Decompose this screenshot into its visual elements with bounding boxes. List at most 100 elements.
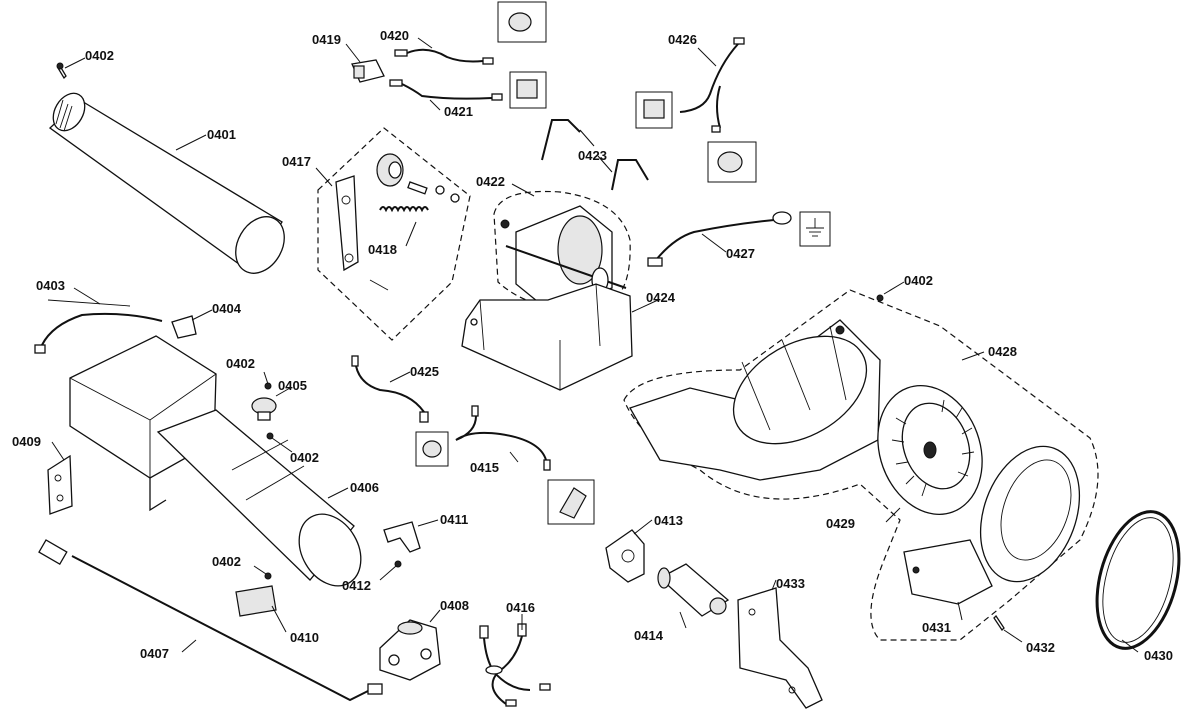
part-0424-motor-mount[interactable]	[461, 283, 633, 391]
part-0403-thermistor-wire[interactable]	[34, 299, 163, 354]
inset-0426-connector-b	[707, 141, 757, 183]
part-0407-gas-tube[interactable]	[38, 539, 383, 702]
part-0402-screw-c[interactable]	[266, 432, 274, 440]
part-0432-screw[interactable]	[993, 614, 1005, 632]
label-0413: 0413	[654, 513, 683, 528]
leader-0417	[315, 167, 333, 187]
leader-0422	[511, 183, 535, 197]
label-0402d: 0402	[212, 554, 241, 569]
leader-0419	[345, 43, 361, 63]
leader-0401	[175, 134, 207, 151]
part-0422-drive-motor[interactable]	[500, 205, 627, 311]
leader-0404	[191, 309, 213, 321]
leader-0402e	[883, 281, 905, 295]
part-0414-igniter[interactable]	[657, 563, 730, 617]
leader-0425	[389, 371, 411, 383]
part-0401-drum-tube[interactable]	[47, 88, 294, 282]
part-0429-blower-wheel[interactable]	[860, 371, 999, 529]
part-0421-wire-harness[interactable]	[389, 79, 503, 101]
part-0409-bracket[interactable]	[47, 454, 73, 515]
label-0419: 0419	[312, 32, 341, 47]
part-0425-wire-harness[interactable]	[351, 355, 429, 423]
label-0408: 0408	[440, 598, 469, 613]
part-0417-idler-bracket[interactable]	[335, 175, 359, 272]
dashed-kit-0417	[317, 127, 471, 341]
leader-0415	[509, 451, 519, 463]
label-0403: 0403	[36, 278, 65, 293]
leader-0413	[633, 519, 653, 535]
label-0425: 0425	[410, 364, 439, 379]
part-0416-wire-harness[interactable]	[479, 623, 551, 707]
leader-0423b	[597, 155, 613, 173]
leader-0423a	[579, 129, 595, 147]
part-0405-thermostat[interactable]	[251, 397, 277, 421]
leader-0402a	[64, 57, 86, 69]
label-0431: 0431	[922, 620, 951, 635]
label-0415: 0415	[470, 460, 499, 475]
leader-0433	[771, 579, 777, 591]
leader-0402b	[263, 371, 269, 385]
part-0426-wire-harness[interactable]	[679, 37, 745, 133]
leader-0426	[697, 47, 717, 67]
part-0413-bracket[interactable]	[605, 529, 645, 583]
part-0428-blower-housing[interactable]	[629, 314, 885, 481]
inset-0421-connector	[509, 71, 547, 109]
label-0412: 0412	[342, 578, 371, 593]
label-0418: 0418	[368, 242, 397, 257]
inset-0415-connector-a	[415, 431, 449, 467]
leader-0405	[275, 387, 291, 397]
leader-0412	[379, 565, 397, 581]
part-0430-seal-ring[interactable]	[1083, 503, 1193, 658]
label-0402b: 0402	[226, 356, 255, 371]
part-0431-blower-cover[interactable]	[903, 432, 1097, 605]
label-0421: 0421	[444, 104, 473, 119]
label-0407: 0407	[140, 646, 169, 661]
leader-0409	[51, 441, 65, 461]
label-0402c: 0402	[290, 450, 319, 465]
label-0409: 0409	[12, 434, 41, 449]
leader-0421	[429, 99, 441, 111]
part-0411-flame-sensor[interactable]	[383, 521, 421, 553]
leader-0432	[1003, 629, 1023, 643]
part-0404-thermistor[interactable]	[171, 315, 197, 339]
part-0408-gas-valve[interactable]	[379, 619, 441, 681]
label-0426: 0426	[668, 32, 697, 47]
part-0433-burner-bracket[interactable]	[737, 587, 823, 709]
part-0402-screw-a[interactable]	[56, 62, 67, 80]
label-0423: 0423	[578, 148, 607, 163]
label-0401: 0401	[207, 127, 236, 142]
part-0410-coil[interactable]	[235, 585, 277, 617]
leader-0406	[327, 487, 349, 499]
part-0402-screw-d[interactable]	[264, 572, 272, 580]
part-0427-ground-wire[interactable]	[647, 211, 792, 267]
inset-0426-connector-a	[635, 91, 673, 129]
label-0405: 0405	[278, 378, 307, 393]
leader-0414	[679, 611, 687, 629]
part-0423-motor-clips[interactable]	[541, 119, 649, 191]
leader-0407	[181, 639, 197, 653]
part-0406-heater-duct[interactable]	[156, 409, 373, 597]
label-0411: 0411	[440, 512, 468, 527]
label-0402a: 0402	[85, 48, 114, 63]
label-0422: 0422	[476, 174, 505, 189]
label-0410: 0410	[290, 630, 319, 645]
leader-0431	[957, 601, 963, 621]
part-0415-wire-harness[interactable]	[455, 405, 551, 471]
label-0417: 0417	[282, 154, 311, 169]
label-0416: 0416	[506, 600, 535, 615]
label-0402e: 0402	[904, 273, 933, 288]
part-0418-spring[interactable]	[369, 206, 429, 291]
part-0412-screw[interactable]	[394, 560, 402, 568]
part-0420-wire-harness[interactable]	[394, 48, 494, 65]
leader-0428	[961, 351, 985, 361]
inset-0420-connector	[497, 1, 547, 43]
leader-0424	[631, 299, 659, 313]
part-0402-screw-e[interactable]	[876, 294, 884, 302]
dashed-kit-0428	[623, 289, 1099, 641]
label-0404: 0404	[212, 301, 242, 316]
part-0417-idler-pulley[interactable]	[376, 153, 460, 203]
part-0419-door-switch[interactable]	[351, 59, 385, 83]
label-0432: 0432	[1026, 640, 1055, 655]
leader-0408	[429, 609, 441, 623]
